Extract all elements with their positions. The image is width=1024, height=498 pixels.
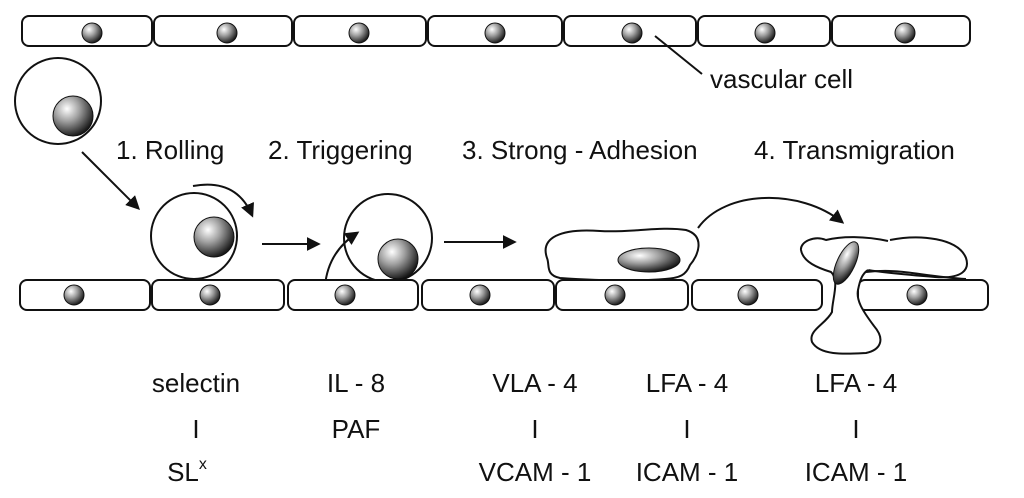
molecule-top: IL - 8 [327,368,385,398]
molecule-top: VLA - 4 [492,368,577,398]
step-label-rolling: 1. Rolling [116,135,224,165]
molecule-top: LFA - 4 [646,368,728,398]
endothelial-cell [427,15,563,47]
endothelial-cell [697,15,831,47]
endothelial-cell [293,15,427,47]
endothelial-cell [421,279,555,311]
bottom-vessel-wall [19,279,989,311]
rolling-leukocyte [150,183,254,280]
approach-arrow [81,151,140,210]
endothelial-cell [563,15,697,47]
superscript: x [199,456,207,473]
molecule-top: selectin [152,368,240,398]
molecule-bottom: SLx [167,456,207,487]
transmigrating-leukocyte [800,236,968,355]
molecule-bottom: ICAM - 1 [805,457,908,487]
molecule-group-rolling: selectin I SLx [152,368,240,487]
endothelial-cell [287,279,419,311]
endothelial-cell [857,279,989,311]
free-leukocyte [14,57,102,145]
molecule-bottom: PAF [332,414,381,444]
endothelial-cell [153,15,293,47]
step-label-triggering: 2. Triggering [268,135,413,165]
endothelial-cell [19,279,151,311]
molecule-group-strong-adhesion-lfa: LFA - 4 I ICAM - 1 [636,368,739,487]
molecule-group-strong-adhesion-vla: VLA - 4 I VCAM - 1 [479,368,592,487]
molecule-connector: I [683,414,690,444]
transmigration-arrow [697,197,845,229]
top-vessel-wall [21,15,971,47]
molecule-group-triggering: IL - 8 PAF [327,368,385,444]
vascular-cell-label: vascular cell [710,64,853,94]
molecule-connector: I [852,414,859,444]
endothelial-cell [691,279,823,311]
triggering-leukocyte [324,193,433,287]
molecule-group-transmigration: LFA - 4 I ICAM - 1 [805,368,908,487]
step-label-strong-adhesion: 3. Strong - Adhesion [462,135,698,165]
step-label-transmigration: 4. Transmigration [754,135,955,165]
vascular-cell-pointer [654,35,703,75]
molecule-connector: I [192,414,199,444]
endothelial-cell [555,279,689,311]
molecule-bottom: VCAM - 1 [479,457,592,487]
molecule-top: LFA - 4 [815,368,897,398]
rolling-arrow [192,183,254,218]
endothelial-cell [831,15,971,47]
molecule-connector: I [531,414,538,444]
adhered-leukocyte [544,227,700,282]
molecule-bottom: ICAM - 1 [636,457,739,487]
endothelial-cell [151,279,285,311]
endothelial-cell [21,15,153,47]
